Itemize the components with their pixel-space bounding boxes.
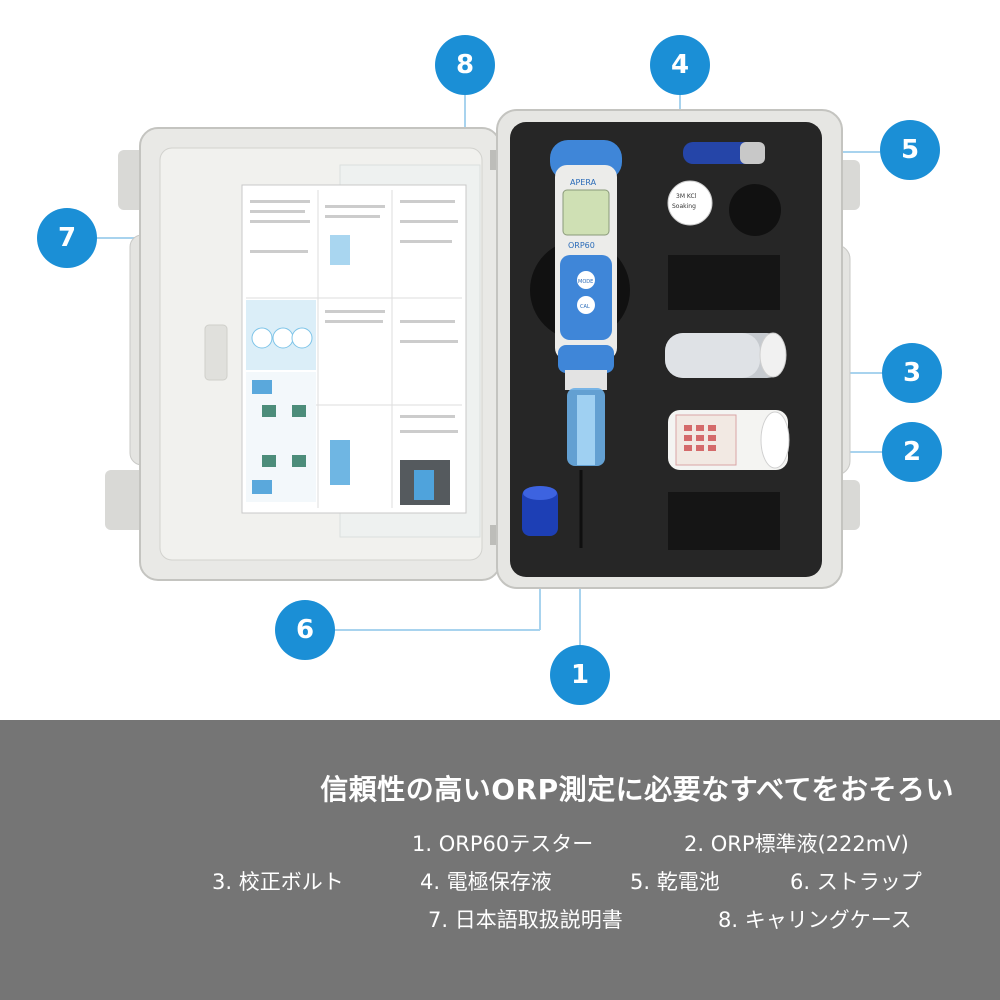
caption-item-6: 6. ストラップ <box>790 870 922 894</box>
caption-headline: 信頼性の高いORP測定に必要なすべてをおそろい <box>320 773 954 806</box>
callout-2: 2 <box>882 422 942 482</box>
caption-item-3: 3. 校正ボルト <box>212 870 344 894</box>
carrying-case-illustration: APERA ORP60 MODE CAL 3M KCl Soa <box>90 95 882 655</box>
caption-item-2: 2. ORP標準液(222mV) <box>684 832 909 856</box>
strap <box>522 486 558 536</box>
product-photo: APERA ORP60 MODE CAL 3M KCl Soa <box>37 35 942 705</box>
orp-meter: APERA ORP60 MODE CAL <box>550 140 622 548</box>
svg-text:APERA: APERA <box>570 178 597 187</box>
caption-item-5: 5. 乾電池 <box>630 870 720 894</box>
svg-text:MODE: MODE <box>578 279 593 285</box>
caption-item-7: 7. 日本語取扱説明書 <box>428 908 623 932</box>
svg-text:ORP60: ORP60 <box>568 241 595 250</box>
caption-item-8: 8. キャリングケース <box>718 908 912 932</box>
orp-standard-solution <box>668 410 790 470</box>
caption-item-4: 4. 電極保存液 <box>420 870 552 894</box>
svg-text:Soaking: Soaking <box>672 203 696 210</box>
callout-5: 5 <box>880 120 940 180</box>
manual <box>241 184 467 514</box>
calibration-cup <box>665 332 787 378</box>
callout-6: 6 <box>275 600 335 660</box>
caption-item-1: 1. ORP60テスター <box>412 832 594 856</box>
callout-3: 3 <box>882 343 942 403</box>
callout-7: 7 <box>37 208 97 268</box>
callout-4: 4 <box>650 35 710 95</box>
callout-1: 1 <box>550 645 610 705</box>
battery <box>683 142 765 164</box>
callout-8: 8 <box>435 35 495 95</box>
caption-panel: 信頼性の高いORP測定に必要なすべてをおそろい 1. ORP60テスター 2. … <box>0 720 1000 1000</box>
case-lid <box>105 127 501 581</box>
svg-text:CAL: CAL <box>580 304 590 310</box>
svg-text:3M KCl: 3M KCl <box>676 193 697 200</box>
storage-solution-bottle: 3M KCl Soaking <box>667 180 713 226</box>
